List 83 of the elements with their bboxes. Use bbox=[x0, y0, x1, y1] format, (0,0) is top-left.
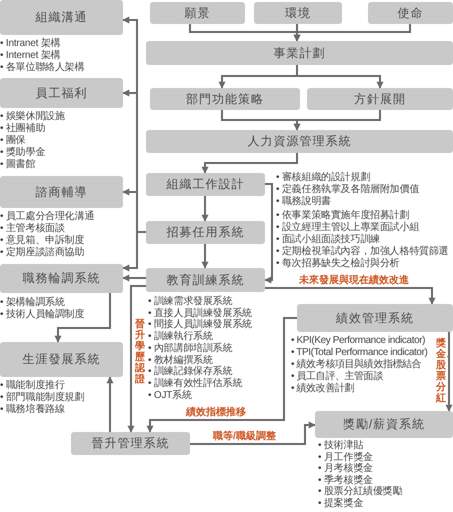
bullet-item: • 設立經理主管以上專業面試小組 bbox=[276, 222, 420, 234]
bullet-item: • 員工自評、主管面談 bbox=[291, 371, 383, 382]
arrow bbox=[202, 196, 208, 222]
process-box: 願景 bbox=[150, 2, 245, 24]
bullet-item: • Intranet 架構 bbox=[0, 38, 60, 50]
process-box: 方針展開 bbox=[307, 88, 453, 110]
bullet-item: • 教材編撰系統 bbox=[148, 354, 213, 366]
bullet-item: • TPI(Total Performance indicator) bbox=[291, 347, 428, 358]
bullet-item: • 月工作獎金 bbox=[318, 452, 373, 462]
bullet-item: • 定期座談諮商協助 bbox=[0, 247, 84, 259]
process-box: 事業計劃 bbox=[146, 41, 453, 65]
bullet-item: • 社團補助 bbox=[0, 123, 46, 135]
edge-label: 績效指標推移 bbox=[185, 407, 247, 418]
arrow bbox=[146, 317, 297, 433]
bullet-item: • 技術人員輪調制度 bbox=[0, 309, 84, 321]
bullet-item: • 季考核獎金 bbox=[318, 474, 373, 486]
bullet-item: • 職能制度推行 bbox=[0, 380, 65, 392]
bullet-item: • 意見箱、申訴制度 bbox=[0, 235, 84, 246]
edge-label: 未來發展與現在績效改進 bbox=[298, 275, 410, 286]
bullet-item: • 娛樂休閒設施 bbox=[0, 111, 65, 122]
process-box: 使命 bbox=[368, 2, 453, 24]
arrow bbox=[202, 244, 208, 269]
arrow bbox=[446, 332, 452, 412]
process-box: 晉升管理系統 bbox=[71, 432, 190, 455]
arrow bbox=[128, 285, 146, 433]
bullet-item: • Internet 架構 bbox=[0, 50, 60, 62]
bullet-item: • KPI(Key Performance indicator) bbox=[291, 335, 426, 347]
process-box: 組織溝通 bbox=[0, 0, 123, 35]
bullet-item: • 內部講師培訓系統 bbox=[148, 342, 232, 354]
process-box: 生涯發展系統 bbox=[0, 342, 123, 377]
bullet-item: • 主管考核面談 bbox=[0, 223, 65, 234]
arrow bbox=[265, 287, 436, 305]
bullet-item: • 訓練記錄保存系統 bbox=[148, 366, 232, 378]
bullet-item: • 團保 bbox=[0, 135, 26, 146]
arrow bbox=[264, 183, 273, 284]
bullet-item: • 績效考核項目與績效指標結合 bbox=[291, 359, 422, 370]
bullet-item: • 部門職能制度規劃 bbox=[0, 392, 84, 404]
bullet-item: • 每次招募缺失之檢討與分析 bbox=[276, 258, 400, 270]
arrow bbox=[296, 65, 384, 89]
bullet-item: • 架構輪調系統 bbox=[0, 297, 65, 308]
process-box: 員工福利 bbox=[0, 78, 123, 108]
process-box: 職務輪調系統 bbox=[0, 264, 123, 293]
bullet-item: • 訓練需求發展系統 bbox=[148, 296, 232, 308]
bullet-item: • 定義任務執掌及各階層附加價值 bbox=[276, 184, 420, 196]
bullet-item: • 提案獎金 bbox=[318, 498, 364, 509]
arrow bbox=[122, 274, 146, 282]
arrow bbox=[122, 231, 146, 272]
bullet-item: • 職務說明書 bbox=[276, 196, 331, 208]
bullet-item: • 績效改善計劃 bbox=[291, 383, 354, 395]
bullet-item: • 圖書館 bbox=[0, 159, 36, 171]
bullet-item: • 間接人員訓練發展系統 bbox=[148, 319, 252, 330]
edge-label: 晉升學歷認證 bbox=[135, 318, 145, 386]
bullet-item: • 審核組織的設計規劃 bbox=[276, 172, 370, 184]
bullet-item: • OJT系統 bbox=[148, 390, 192, 402]
bullet-item: • 月考核獎金 bbox=[318, 463, 373, 474]
arrow bbox=[202, 153, 298, 174]
arrow bbox=[294, 110, 381, 131]
process-box: 部門功能策略 bbox=[150, 88, 300, 110]
arrow bbox=[190, 422, 316, 445]
bullet-item: • 各單位聯絡人架構 bbox=[0, 62, 84, 74]
arrow bbox=[106, 376, 114, 432]
process-box: 環境 bbox=[254, 2, 342, 24]
process-box: 人力資源管理系統 bbox=[146, 130, 453, 153]
arrow bbox=[54, 293, 111, 343]
bullet-item: • 員工處分合理化溝通 bbox=[0, 211, 94, 222]
process-box: 績效管理系統 bbox=[297, 304, 453, 332]
bullet-item: • 技術津貼 bbox=[318, 440, 364, 452]
process-box: 招募任用系統 bbox=[146, 221, 265, 244]
bullet-item: • 獎助學金 bbox=[0, 147, 46, 158]
bullet-item: • 職務培養路線 bbox=[0, 404, 65, 416]
bullet-item: • 股票分紅績優獎勵 bbox=[318, 486, 402, 498]
bullet-item: • 訓練有效性評估系統 bbox=[148, 378, 242, 390]
bullet-item: • 定期檢視筆試內容，加強人格特質篩選 bbox=[276, 246, 448, 258]
process-box: 獎勵/薪資系統 bbox=[315, 411, 453, 438]
process-box: 教育訓練系統 bbox=[146, 268, 265, 292]
bullet-item: • 依事業策略實施年度招募計劃 bbox=[276, 210, 410, 222]
arrow bbox=[294, 24, 411, 42]
bullet-item: • 面試小組面談技巧訓練 bbox=[276, 234, 380, 246]
process-box: 組織工作設計 bbox=[146, 173, 265, 196]
process-box: 諮商輔導 bbox=[0, 176, 123, 208]
bullet-item: • 訓練執行系統 bbox=[148, 331, 213, 342]
edge-label: 職等/職級調整 bbox=[212, 431, 277, 442]
bullet-item: • 直接人員訓練發展系統 bbox=[148, 308, 252, 319]
